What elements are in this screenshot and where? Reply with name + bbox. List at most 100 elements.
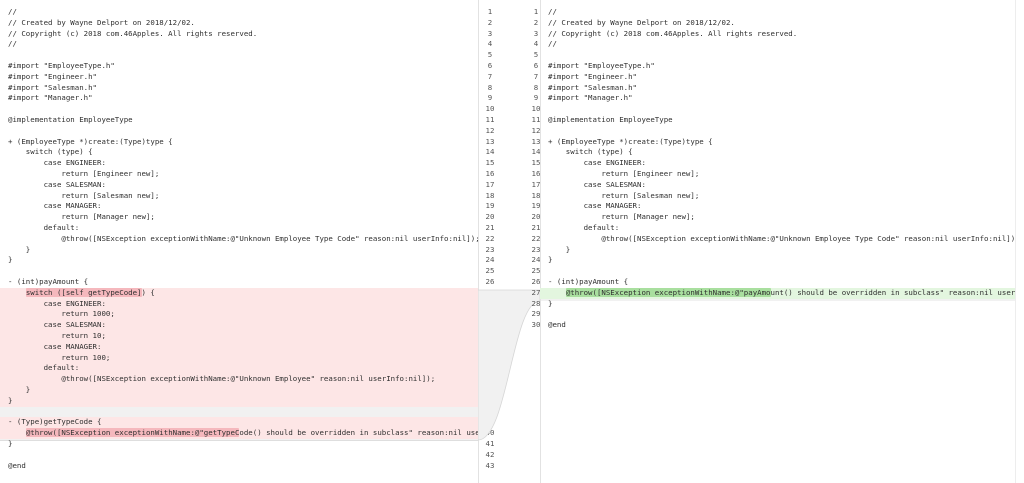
left-code-line: [0, 126, 478, 137]
left-line-number: 7: [487, 71, 493, 81]
left-code-line: case MANAGER:: [8, 201, 102, 211]
left-line-number: 3: [487, 28, 493, 38]
left-line-number: 5: [487, 50, 493, 60]
right-line-number: 9: [533, 93, 539, 103]
left-line-number: 21: [485, 223, 495, 232]
right-code-line: }: [548, 244, 571, 254]
left-code-line: // Created by Wayne Delport on 2018/12/0…: [8, 17, 195, 27]
left-code-pane[interactable]: // // Created by Wayne Delport on 2018/12…: [0, 0, 478, 483]
right-code-line: [540, 104, 1016, 115]
right-code-line: }: [548, 255, 553, 265]
left-code-line: default:: [0, 363, 478, 375]
left-code-line: }: [0, 385, 478, 396]
right-code-line: #import "Salesman.h": [548, 82, 637, 92]
left-code-line: @throw([NSException exceptionWithName:@"…: [0, 374, 478, 385]
left-code-line: return 1000;: [0, 309, 478, 321]
right-code-line: #import "Manager.h": [548, 93, 633, 103]
right-line-number: 21: [531, 223, 541, 232]
left-line-number: 18: [485, 190, 495, 200]
right-line-number: 10: [531, 104, 541, 114]
left-code-line: #import "EmployeeType.h": [8, 61, 115, 70]
left-line-number: 41: [485, 439, 495, 448]
left-line-number: 40: [485, 428, 495, 438]
right-line-number: 15: [531, 158, 541, 168]
right-line-number: 1: [533, 7, 539, 16]
left-code-line: + (EmployeeType *)create:(Type)type {: [8, 136, 173, 146]
right-code-line: case SALESMAN:: [548, 179, 646, 189]
left-line-number: 43: [485, 460, 495, 470]
right-line-number: 4: [533, 39, 539, 49]
right-code-pane[interactable]: //// Created by Wayne Delport on 2018/12…: [540, 0, 1016, 483]
pane-divider-left: [478, 0, 479, 483]
left-code-line: return 100;: [0, 352, 478, 364]
right-code-line: #import "Engineer.h": [548, 71, 637, 81]
right-code-line: @end: [548, 320, 566, 330]
left-line-number: 8: [487, 82, 493, 92]
right-line-number: 25: [531, 266, 541, 276]
right-line-number: 17: [531, 179, 541, 189]
left-code-line: return [Salesman new];: [8, 190, 160, 200]
vertical-scrollbar[interactable]: [1015, 0, 1024, 483]
left-line-number: 14: [485, 147, 495, 157]
right-line-number: 11: [531, 115, 541, 124]
left-code-line: [0, 104, 478, 115]
right-code-line: [540, 309, 1016, 320]
right-code-line: switch (type) {: [548, 147, 633, 157]
left-code-line: [0, 407, 478, 418]
right-code-line: }: [548, 298, 553, 308]
left-line-number: 16: [485, 169, 495, 178]
left-code-line: default:: [8, 223, 80, 232]
right-line-number: 22: [531, 233, 541, 243]
left-line-number: 1: [487, 7, 493, 16]
left-code-line: case ENGINEER:: [8, 158, 106, 168]
left-code-line: //: [8, 39, 17, 49]
left-changed-token: @throw([NSException exceptionWithName:@"…: [25, 428, 240, 438]
right-line-number: 16: [531, 169, 541, 178]
right-code-line: return [Engineer new];: [548, 169, 700, 178]
right-code-line: + (EmployeeType *)create:(Type)type {: [548, 136, 713, 146]
left-line-number: 23: [485, 244, 495, 254]
right-code-line: [540, 126, 1016, 137]
left-line-number: 15: [485, 158, 495, 168]
left-line-number: 12: [485, 125, 495, 135]
right-line-number: 28: [531, 298, 541, 308]
right-line-number: 26: [531, 277, 541, 286]
right-code-line: //: [548, 39, 557, 49]
right-code-line: @implementation EmployeeType: [548, 115, 673, 124]
left-code-line: switch (type) {: [8, 147, 93, 157]
right-code-line: case MANAGER:: [548, 201, 642, 211]
right-line-number: 19: [531, 201, 541, 211]
left-line-number: 19: [485, 201, 495, 211]
left-line-number: 6: [487, 61, 493, 70]
left-code-line: return [Manager new];: [8, 212, 155, 222]
right-line-number: 29: [531, 309, 541, 319]
left-code-line: #import "Salesman.h": [8, 82, 97, 92]
left-changed-token: switch ([self getTypeCode]: [25, 287, 142, 297]
left-code-line: [0, 50, 478, 61]
left-code-line: }: [8, 255, 13, 265]
right-line-number: 2: [533, 17, 539, 27]
left-line-number: 9: [487, 93, 493, 103]
left-code-line: case ENGINEER:: [0, 298, 478, 310]
right-line-number: 27: [531, 287, 541, 297]
left-code-line: #import "Engineer.h": [8, 71, 97, 81]
left-code-line: - (int)payAmount {: [8, 277, 89, 286]
right-line-number: 6: [533, 61, 539, 70]
right-code-line: [540, 266, 1016, 277]
left-line-number: 13: [485, 136, 495, 146]
right-line-number: 12: [531, 125, 541, 135]
right-line-number: 3: [533, 28, 539, 38]
left-code-line: switch ([self getTypeCode]) {: [0, 287, 478, 299]
left-code-line: case SALESMAN:: [0, 320, 478, 331]
left-code-line: return [Engineer new];: [8, 169, 160, 178]
left-code-line: #import "Manager.h": [8, 93, 93, 103]
pane-divider-right: [540, 0, 541, 483]
left-code-line: @implementation EmployeeType: [8, 115, 133, 124]
right-code-line: - (int)payAmount {: [548, 277, 629, 286]
right-code-line: @throw([NSException exceptionWithName:@"…: [548, 233, 1016, 243]
left-line-number: 11: [485, 115, 495, 124]
right-line-number: 14: [531, 147, 541, 157]
left-code-line: case SALESMAN:: [8, 179, 106, 189]
left-line-number: 10: [485, 104, 495, 114]
